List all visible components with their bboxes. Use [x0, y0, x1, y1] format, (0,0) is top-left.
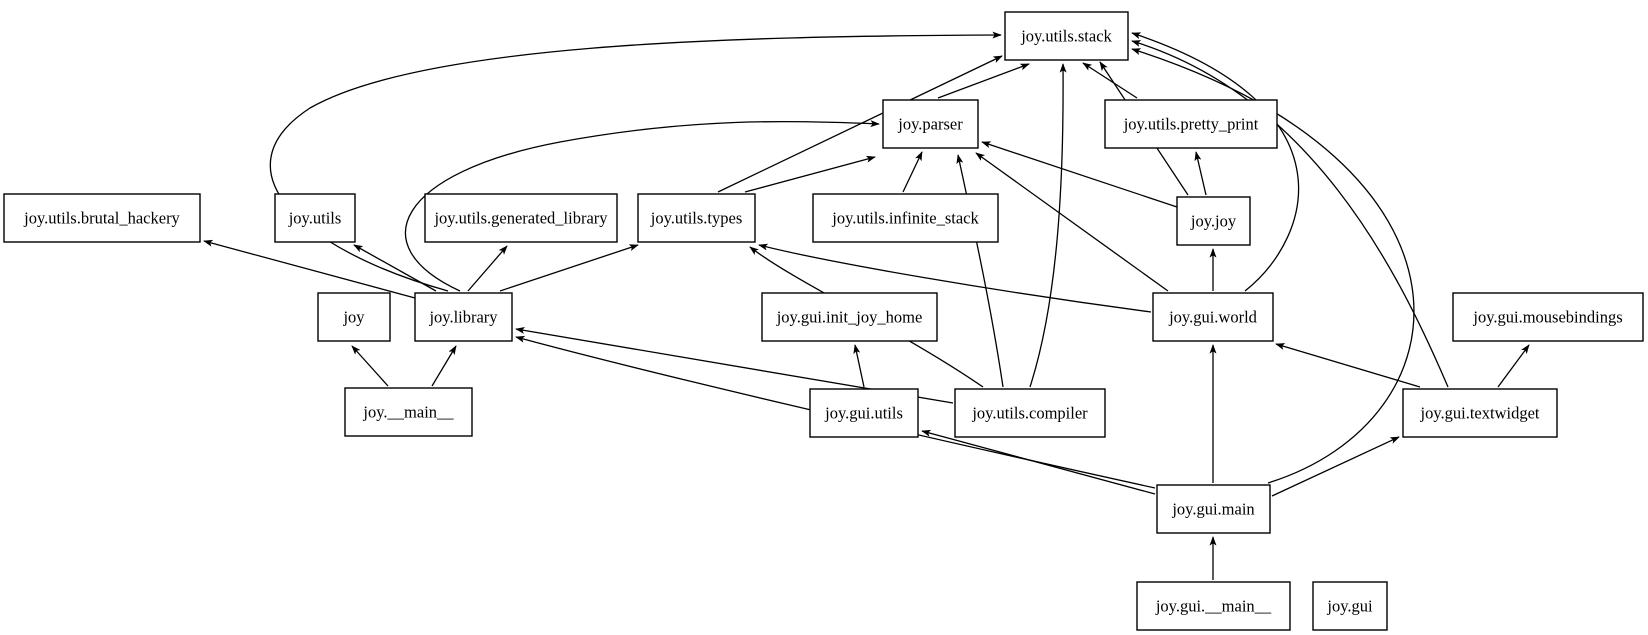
node-textwidget: joy.gui.textwidget [1402, 388, 1558, 438]
node-label-gui_utils: joy.gui.utils [824, 404, 903, 423]
node-box-stack [1004, 11, 1129, 61]
node-library: joy.library [414, 292, 513, 342]
node-label-textwidget: joy.gui.textwidget [1420, 404, 1540, 423]
edge-textwidget-to-world [1275, 343, 1421, 388]
node-label-stack: joy.utils.stack [1020, 27, 1112, 46]
node-box-joy [317, 292, 391, 342]
node-box-types [637, 193, 756, 243]
node-mousebindings: joy.gui.mousebindings [1452, 292, 1644, 342]
node-label-types: joy.utils.types [650, 209, 743, 228]
node-box-gui_main [1156, 484, 1271, 534]
edge-library-to-brutal_hackery [203, 239, 416, 299]
node-label-infinite_stack: joy.utils.infinite_stack [831, 209, 979, 228]
node-box-utils [274, 193, 356, 243]
node-box-compiler [954, 388, 1106, 438]
edge-joy_joy-to-pretty_print [1194, 151, 1207, 196]
edge-main_-to-library [431, 345, 457, 387]
node-box-world [1152, 292, 1274, 342]
edge-textwidget-to-stack [1131, 40, 1449, 388]
node-box-main_ [344, 387, 473, 437]
node-box-generated_library [424, 193, 618, 243]
edge-types-to-stack [717, 55, 1003, 193]
node-init_joy_home: joy.gui.init_joy_home [761, 292, 938, 342]
edge-parser-to-stack [937, 63, 1030, 99]
edge-types-to-parser [744, 155, 876, 193]
node-box-mousebindings [1452, 292, 1644, 342]
node-gui_main: joy.gui.main [1156, 484, 1271, 534]
node-label-joy: joy [342, 308, 365, 327]
node-label-gui: joy.gui [1326, 597, 1373, 616]
node-types: joy.utils.types [637, 193, 756, 243]
edge-gui_main-to-textwidget [1271, 436, 1400, 497]
node-label-world: joy.gui.world [1168, 308, 1258, 327]
node-box-pretty_print [1104, 99, 1278, 149]
node-box-gui_main_ [1136, 581, 1291, 631]
node-gui_utils: joy.gui.utils [809, 388, 919, 438]
node-box-textwidget [1402, 388, 1558, 438]
node-pretty_print: joy.utils.pretty_print [1104, 99, 1278, 149]
edge-compiler-to-stack [1029, 63, 1067, 388]
node-main_: joy.__main__ [344, 387, 473, 437]
node-gui: joy.gui [1312, 581, 1388, 631]
edge-pretty_print-to-stack [1082, 62, 1138, 99]
node-utils: joy.utils [274, 193, 356, 243]
edge-world-to-stack [1131, 32, 1300, 292]
edge-world-to-parser [975, 152, 1169, 292]
node-label-parser: joy.parser [897, 115, 963, 134]
node-gui_main_: joy.gui.__main__ [1136, 581, 1291, 631]
node-brutal_hackery: joy.utils.brutal_hackery [3, 193, 201, 243]
node-box-gui [1312, 581, 1388, 631]
node-label-main_: joy.__main__ [362, 403, 454, 422]
node-generated_library: joy.utils.generated_library [424, 193, 618, 243]
node-box-parser [882, 99, 979, 149]
node-label-library: joy.library [428, 308, 498, 327]
node-box-init_joy_home [761, 292, 938, 342]
node-box-gui_utils [809, 388, 919, 438]
node-joy: joy [317, 292, 391, 342]
edge-compiler-to-parser [956, 154, 1004, 388]
node-joy_joy: joy.joy [1176, 196, 1251, 246]
node-compiler: joy.utils.compiler [954, 388, 1106, 438]
node-world: joy.gui.world [1152, 292, 1274, 342]
node-box-joy_joy [1176, 196, 1251, 246]
node-parser: joy.parser [882, 99, 979, 149]
node-label-generated_library: joy.utils.generated_library [433, 209, 608, 228]
edge-library-to-types [499, 244, 639, 292]
node-label-utils: joy.utils [288, 209, 342, 228]
node-label-gui_main: joy.gui.main [1171, 500, 1254, 519]
node-label-pretty_print: joy.utils.pretty_print [1123, 115, 1259, 134]
edge-infinite_stack-to-parser [902, 151, 923, 193]
node-box-library [414, 292, 513, 342]
node-label-init_joy_home: joy.gui.init_joy_home [776, 308, 923, 327]
edge-library-to-stack [269, 31, 1002, 292]
node-box-brutal_hackery [3, 193, 201, 243]
node-stack: joy.utils.stack [1004, 11, 1129, 61]
edge-world-to-types [758, 243, 1152, 313]
edge-library-to-generated_library [467, 245, 508, 292]
node-label-mousebindings: joy.gui.mousebindings [1472, 308, 1622, 327]
node-label-gui_main_: joy.gui.__main__ [1155, 597, 1272, 616]
edge-gui_utils-to-init_joy_home [853, 344, 865, 388]
edge-library-to-parser [404, 120, 880, 292]
edge-main_-to-joy [351, 345, 389, 387]
edge-joy_joy-to-parser [981, 141, 1178, 208]
edge-textwidget-to-mousebindings [1497, 344, 1530, 388]
edge-gui_main-to-library [515, 335, 1156, 489]
node-label-compiler: joy.utils.compiler [971, 404, 1088, 423]
node-label-joy_joy: joy.joy [1190, 212, 1237, 231]
node-infinite_stack: joy.utils.infinite_stack [812, 193, 999, 243]
node-box-infinite_stack [812, 193, 999, 243]
node-label-brutal_hackery: joy.utils.brutal_hackery [23, 209, 180, 228]
